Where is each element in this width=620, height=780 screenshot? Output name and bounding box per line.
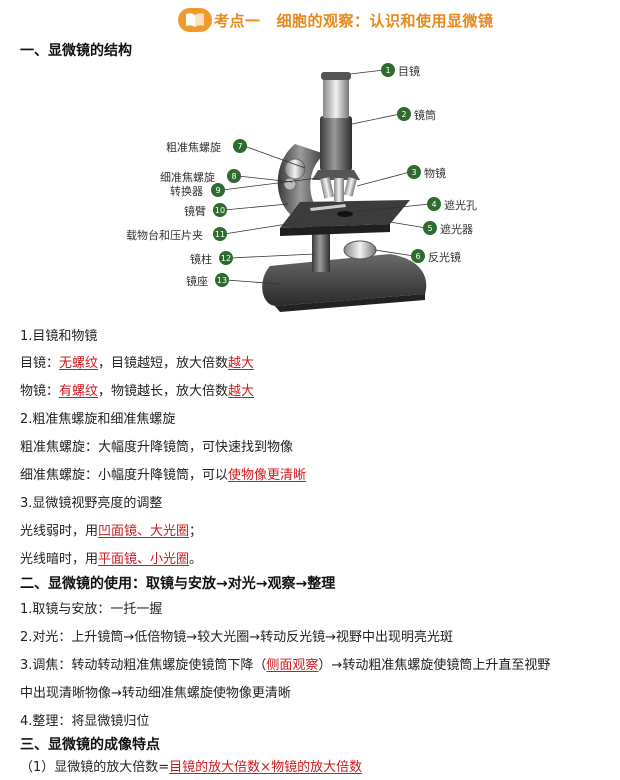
subheading-brightness: 3.显微镜视野亮度的调整 [20,496,163,511]
subheading-focus-knobs: 2.粗准焦螺旋和细准焦螺旋 [20,412,176,427]
text-eyepiece: 目镜：无螺纹，目镜越短，放大倍数越大 [20,356,255,371]
marker-2: 2 [401,110,406,119]
microscope-diagram: 1 2 3 4 5 6 7 8 9 10 11 12 13 目镜 镜筒 物镜 遮… [120,54,520,320]
marker-13: 13 [217,276,227,285]
marker-10: 10 [215,206,225,215]
subheading-lenses: 1.目镜和物镜 [20,329,98,344]
text-step-4: 4.整理：将显微镜归位 [20,714,150,729]
marker-1: 1 [385,66,390,75]
text-fine-knob: 细准焦螺旋：小幅度升降镜筒，可以使物像更清晰 [20,468,307,483]
section-heading-usage: 二、显微镜的使用：取镜与安放→对光→观察→整理 [20,576,336,592]
marker-11: 11 [215,230,225,239]
text-step-1: 1.取镜与安放：一托一握 [20,602,163,617]
marker-12: 12 [221,254,231,263]
marker-9: 9 [215,186,220,195]
text-objective: 物镜：有螺纹，物镜越长，放大倍数越大 [20,384,255,399]
header-banner: 考点一细胞的观察：认识和使用显微镜 [0,6,620,36]
text-weak-light: 光线弱时，用凹面镜、大光圈； [20,524,203,539]
label-aperture: 遮光孔 [444,199,477,212]
label-fine-knob: 细准焦螺旋 [160,171,215,184]
label-objective: 物镜 [424,167,446,180]
label-nosepiece: 转换器 [170,185,203,198]
label-coarse-knob: 粗准焦螺旋 [166,141,221,154]
text-step-2: 2.对光：上升镜筒→低倍物镜→较大光圈→转动反光镜→视野中出现明亮光斑 [20,630,453,645]
label-diaphragm: 遮光器 [440,223,473,236]
label-mirror: 反光镜 [428,251,461,264]
page-title: 考点一细胞的观察：认识和使用显微镜 [214,12,494,30]
label-stage: 载物台和压片夹 [126,229,203,242]
marker-8: 8 [231,172,236,181]
text-step-3-cont: 中出现清晰物像→转动细准焦螺旋使物像更清晰 [20,686,291,701]
section-heading-imaging: 三、显微镜的成像特点 [20,737,160,753]
microscope-illustration: 1 2 3 4 5 6 7 8 9 10 11 12 13 [211,63,441,312]
label-arm: 镜臂 [184,205,206,218]
book-icon [178,8,212,32]
marker-7: 7 [237,142,242,151]
text-coarse-knob: 粗准焦螺旋：大幅度升降镜筒，可快速找到物像 [20,440,294,455]
text-step-3: 3.调焦：转动转动粗准焦螺旋使镜筒下降（侧面观察）→转动粗准焦螺旋使镜筒上升直至… [20,658,551,673]
marker-6: 6 [415,252,420,261]
section-heading-structure: 一、显微镜的结构 [20,43,132,59]
marker-5: 5 [427,224,432,233]
label-tube: 镜筒 [414,109,436,122]
label-base: 镜座 [186,275,208,288]
text-dim-light: 光线暗时，用平面镜、小光圈。 [20,552,203,567]
marker-3: 3 [411,168,416,177]
text-magnification: （1）显微镜的放大倍数=目镜的放大倍数×物镜的放大倍数 [20,760,363,775]
marker-4: 4 [431,200,436,209]
label-eyepiece: 目镜 [398,65,420,78]
label-pillar: 镜柱 [190,253,212,266]
